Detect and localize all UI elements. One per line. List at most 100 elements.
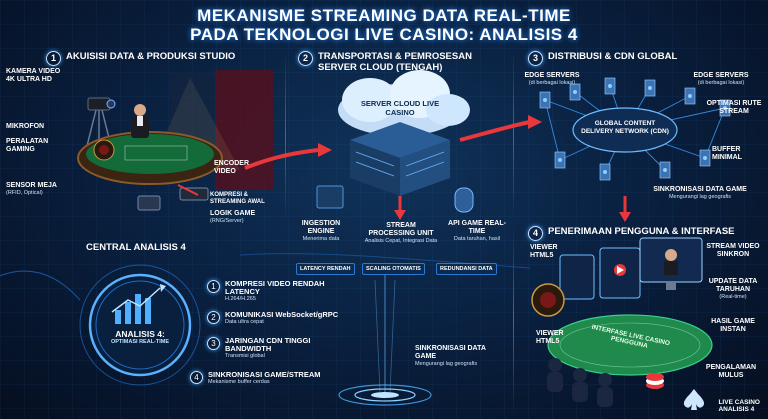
viewer-html5-bottom: VIEWER HTML5 — [536, 330, 564, 345]
section-4-heading: 4 PENERIMAAN PENGGUNA & INTERFASE — [528, 226, 758, 241]
stream-video-sync: STREAM VIDEO SINKRON — [706, 243, 760, 258]
sensor-device-icon — [137, 195, 161, 211]
virtual-table — [547, 314, 713, 376]
central-item-2-number: 2 — [207, 311, 220, 324]
central-item-1-title: KOMPRESI VIDEO RENDAH LATENCY — [225, 279, 325, 296]
label-mic: MIKROFON — [6, 123, 45, 130]
route-optimization: OPTIMASI RUTE STREAM — [706, 100, 762, 115]
title-line-2: PADA TEKNOLOGI LIVE CASINO: ANALISIS 4 — [190, 25, 578, 44]
label-sensor-sub: (RFID, Optical) — [6, 190, 43, 196]
central-analysis-graphic — [0, 264, 201, 386]
central-item-3-title: JARINGAN CDN TINGGI BANDWIDTH — [225, 336, 311, 353]
section-2-title: TRANSPORTASI & PEMROSESAN SERVER CLOUD (… — [318, 51, 472, 73]
dealer-icon — [134, 104, 146, 116]
arrow-studio-to-cloud — [244, 148, 319, 170]
stream-processing-unit: STREAM PROCESSING UNIT Analisis Cepat, I… — [362, 222, 440, 245]
spu-title: STREAM PROCESSING UNIT — [368, 222, 434, 237]
cdn-hub — [572, 107, 678, 153]
divider-center-4 — [513, 225, 514, 415]
section-1-title: AKUISISI DATA & PRODUKSI STUDIO — [66, 51, 236, 62]
central-item-1-number: 1 — [207, 280, 220, 293]
api-sub: Data taruhan, hasil — [453, 236, 501, 242]
update-bet-data: UPDATE DATA TARUHAN (Real-time) — [706, 278, 760, 301]
arrow-cloud-to-cdn — [459, 120, 531, 142]
tag-scaling: SCALING OTOMATIS — [362, 263, 425, 275]
section-4-number: 4 — [528, 226, 543, 241]
server-rack-icon — [350, 122, 450, 196]
section-3-number: 3 — [528, 51, 543, 66]
instant-result: HASIL GAME INSTAN — [711, 318, 755, 333]
studio-curtain — [215, 70, 273, 190]
cdn-label: GLOBAL CONTENT DELIVERY NETWORK (CDN) — [581, 120, 669, 135]
tag-latency: LATENCY RENDAH — [296, 263, 355, 275]
central-item-2-sub: Data ultra cepat — [225, 319, 264, 325]
section-3-title: DISTRIBUSI & CDN GLOBAL — [548, 51, 678, 62]
edge-right-title: EDGE SERVERS — [693, 72, 749, 79]
tag-redundancy: REDUNDANSI DATA — [436, 263, 497, 275]
central-item-1-sub: H.264/H.265 — [225, 296, 256, 302]
sync-center-label: SINKRONISASI DATA GAME Mengurangi lag ge… — [415, 345, 495, 368]
central-item-3-number: 3 — [207, 337, 220, 350]
label-logic-title: LOGIK GAME — [210, 210, 256, 217]
title-line-1: MEKANISME STREAMING DATA REAL-TIME — [197, 6, 571, 25]
logo-line-1: LIVE CASINO — [718, 399, 760, 406]
label-sensor: SENSOR MEJA (RFID, Optical) — [6, 182, 66, 197]
central-badge-sub: OPTIMASI REAL-TIME — [110, 339, 170, 345]
label-encoder: ENCODER VIDEO — [214, 160, 250, 175]
sync-sub: Mengurangi lag geografis — [668, 194, 732, 200]
viewer-html5-top: VIEWER HTML5 — [530, 244, 558, 259]
label-sensor-title: SENSOR MEJA — [6, 182, 57, 189]
ingestion-sub: Menerima data — [302, 236, 340, 242]
spade-logo-icon — [683, 389, 705, 410]
sync-swirl-graphic — [338, 270, 432, 406]
tablet-icon — [559, 254, 595, 300]
central-item-4-title: SINKRONISASI GAME/STREAM — [208, 370, 321, 379]
edge-servers-right: EDGE SERVERS (di berbagai lokasi) — [688, 72, 754, 87]
chip-stack-icon — [646, 373, 664, 389]
section-2-number: 2 — [298, 51, 313, 66]
cloud-label: SERVER CLOUD LIVE CASINO — [360, 99, 440, 117]
central-heading: CENTRAL ANALISIS 4 — [86, 242, 186, 253]
spu-sub: Analisis Cepat, Integrasi Data — [364, 238, 438, 244]
update-sub: (Real-time) — [719, 294, 747, 300]
cdn-nodes — [543, 84, 727, 174]
sync-title: SINKRONISASI DATA GAME — [653, 186, 747, 193]
label-compress: KOMPRESI & STREAMING AWAL — [210, 192, 265, 205]
label-logic: LOGIK GAME (RNG/Server) — [210, 210, 280, 225]
cloud-server-illustration — [338, 70, 470, 136]
api-game: API GAME REAL-TIME Data taruhan, hasil — [444, 220, 510, 243]
section-3-heading: 3 DISTRIBUSI & CDN GLOBAL — [528, 51, 748, 66]
central-item-4-number: 4 — [190, 371, 203, 384]
label-logic-sub: (RNG/Server) — [210, 218, 244, 224]
section-4-title: PENERIMAAN PENGGUNA & INTERFASE — [548, 226, 735, 237]
api-title: API GAME REAL-TIME — [448, 220, 506, 235]
logo-line-2: ANALISIS 4 — [718, 406, 755, 413]
edge-right-sub: (di berbagai lokasi) — [697, 80, 745, 86]
edge-left-title: EDGE SERVERS — [524, 72, 580, 79]
divider-1-2 — [285, 50, 286, 220]
sync-data-game: SINKRONISASI DATA GAME Mengurangi lag ge… — [650, 186, 750, 201]
ingestion-engine: INGESTION ENGINE Menerima data — [290, 220, 352, 243]
edge-left-sub: (di berbagai lokasi) — [528, 80, 576, 86]
section-1-heading: 1 AKUISISI DATA & PRODUKSI STUDIO — [46, 51, 286, 66]
section-1-number: 1 — [46, 51, 61, 66]
edge-servers-left: EDGE SERVERS (di berbagai lokasi) — [520, 72, 584, 87]
sync-center-title: SINKRONISASI DATA GAME — [415, 345, 486, 360]
ingestion-server-icon — [316, 185, 344, 209]
smooth-experience: PENGALAMAN MULUS — [705, 364, 757, 379]
central-item-3-sub: Transmisi global — [225, 353, 265, 359]
audience-silhouettes — [547, 358, 613, 407]
sync-center-sub: Mengurangi lag geografis — [415, 361, 478, 367]
brand-logo: LIVE CASINO ANALISIS 4 — [698, 399, 760, 413]
central-badge-title: ANALISIS 4: — [115, 329, 165, 339]
label-gaming: PERALATAN GAMING — [6, 138, 49, 153]
divider-2-3 — [513, 50, 514, 220]
ingestion-title: INGESTION ENGINE — [301, 220, 341, 235]
central-badge: ANALISIS 4: OPTIMASI REAL-TIME — [100, 330, 180, 346]
buffer-minimal: BUFFER MINIMAL — [712, 146, 742, 161]
